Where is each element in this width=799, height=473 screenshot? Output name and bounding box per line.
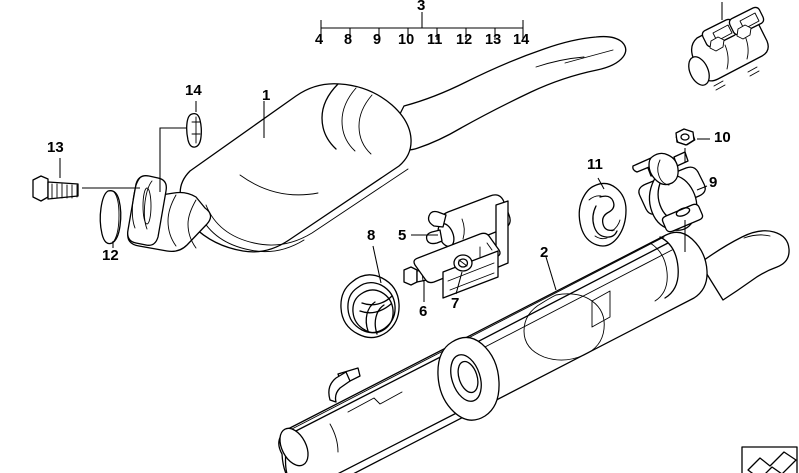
group-label-3: 3 <box>417 0 426 14</box>
callout-14: 14 <box>185 82 202 99</box>
bracket-member-11: 11 <box>427 32 443 48</box>
callout-11: 11 <box>587 156 603 173</box>
pipe-clamp-connector-artwork <box>688 2 769 91</box>
callout-7: 7 <box>451 295 460 312</box>
bracket-member-4: 4 <box>315 32 324 48</box>
bracket-member-10: 10 <box>398 32 415 48</box>
corner-orientation-mark <box>741 446 798 473</box>
bracket-member-12: 12 <box>456 32 473 48</box>
hex-bolt-long-artwork <box>32 175 79 202</box>
callout-1: 1 <box>262 87 271 104</box>
exhaust-gasket-ring-artwork <box>99 190 122 245</box>
group-bracket-3 <box>320 12 524 40</box>
callout-13: 13 <box>47 139 64 156</box>
bracket-member-14: 14 <box>513 32 530 48</box>
hanger-clamp-bracket-artwork <box>632 151 706 233</box>
leader-lines-right <box>372 138 710 302</box>
leader-lines-front <box>59 101 265 248</box>
hex-nut-small-artwork <box>675 128 696 146</box>
bracket-member-9: 9 <box>373 32 382 48</box>
callout-6: 6 <box>419 303 428 320</box>
bracket-member-13: 13 <box>485 32 502 48</box>
callout-12: 12 <box>102 247 119 264</box>
bracket-member-8: 8 <box>344 32 353 48</box>
callout-9: 9 <box>709 174 718 191</box>
callout-10: 10 <box>714 129 731 146</box>
rubber-mounting-ring-artwork <box>340 274 400 339</box>
front-silencer-artwork <box>127 35 627 253</box>
callout-8: 8 <box>367 227 376 244</box>
rear-silencer-artwork <box>278 230 790 473</box>
callout-2: 2 <box>540 244 549 261</box>
callout-5: 5 <box>398 227 407 244</box>
self-locking-nut-artwork <box>186 112 202 148</box>
mounting-bracket-artwork <box>413 194 511 299</box>
rubber-hanger-artwork <box>578 182 627 247</box>
